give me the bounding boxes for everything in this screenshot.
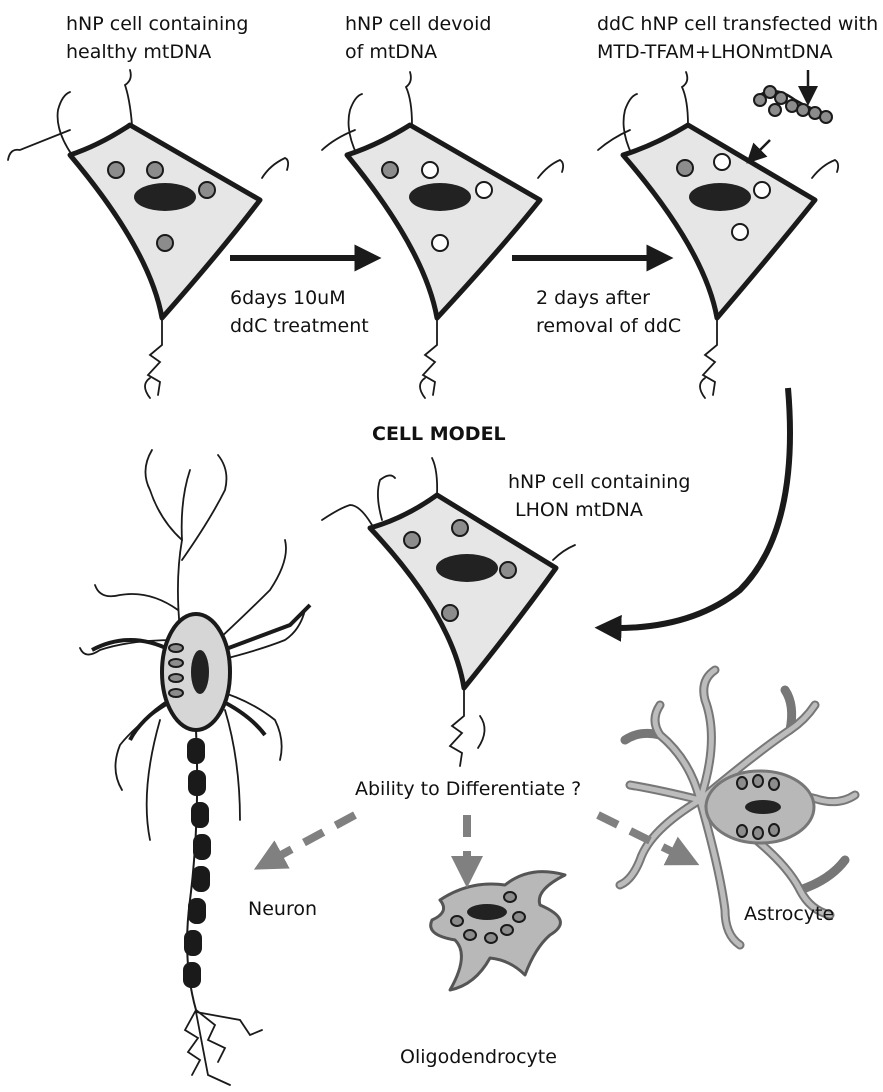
cell2-label: hNP cell devoid: [345, 13, 491, 35]
cell1-label-line2: healthy mtDNA: [66, 41, 211, 63]
cell2-label-line2: of mtDNA: [345, 41, 437, 63]
arrow2-label: 2 days after: [536, 287, 650, 309]
cell4-label-line2: LHON mtDNA: [515, 499, 643, 521]
cell-healthy-mtdna: [8, 70, 288, 398]
arrow1-label-line2: ddC treatment: [230, 315, 369, 337]
arrow2-label-line2: removal of ddC: [536, 315, 681, 337]
neuron-illustration: [80, 450, 310, 1085]
oligodendrocyte-label: Oligodendrocyte: [400, 1046, 557, 1068]
oligodendrocyte-illustration: [431, 872, 565, 990]
differentiation-question: Ability to Differentiate ?: [355, 778, 581, 800]
arrow1-label: 6days 10uM: [230, 287, 346, 309]
mtdna-tfam-complex: [754, 86, 832, 123]
arrow-to-neuron: [268, 815, 355, 862]
cell-transfected: [598, 70, 838, 398]
cell3-label-line2: MTD-TFAM+LHONmtDNA: [597, 41, 833, 63]
astrocyte-label: Astrocyte: [744, 903, 834, 925]
cell1-label: hNP cell containing: [66, 13, 248, 35]
cell3-label: ddC hNP cell transfected with: [597, 13, 878, 35]
cell-devoid-mtdna: [322, 72, 563, 398]
cell4-label: hNP cell containing: [508, 471, 690, 493]
neuron-label: Neuron: [248, 898, 317, 920]
cell-model-title: CELL MODEL: [372, 423, 506, 445]
